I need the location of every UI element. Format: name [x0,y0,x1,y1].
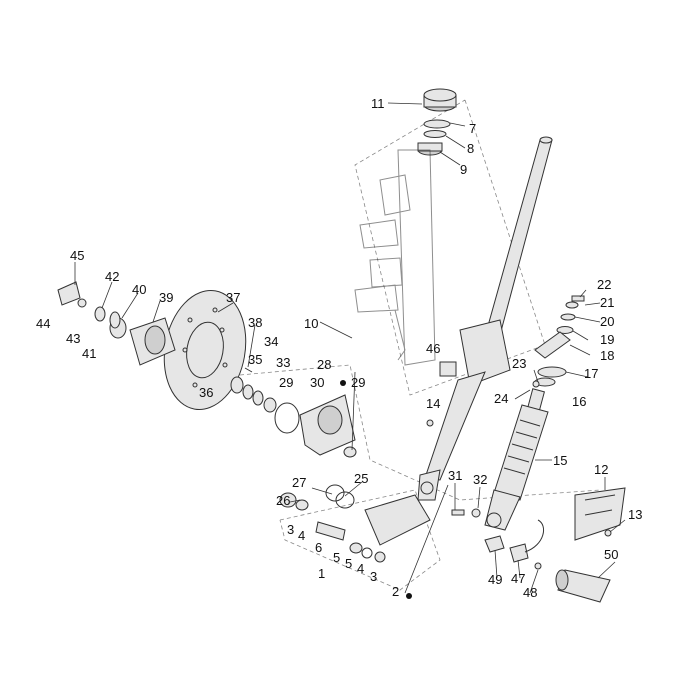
callout-19: 19 [600,332,615,347]
callout-29: 29 [279,375,294,390]
callout-3: 3 [287,522,295,537]
callout-25: 25 [354,471,369,486]
callout-44: 44 [36,316,51,331]
callout-4: 4 [298,528,306,543]
callout-1: 1 [318,566,326,581]
callout-24: 24 [494,391,509,406]
callout-5: 5 [333,550,341,565]
callout-2: 2 [392,584,400,599]
brake-caliper [274,394,357,458]
callout-33: 33 [276,355,291,370]
callout-11: 11 [371,96,385,111]
callout-35: 35 [248,352,263,367]
callout-14: 14 [426,396,441,411]
dot-marker-2 [406,593,412,599]
callout-40: 40 [132,282,147,297]
bolt-31 [451,509,465,516]
callout-18: 18 [600,348,615,363]
callout-30: 30 [310,375,325,390]
steering-head-frame [354,149,436,366]
nut-23 [532,380,540,388]
callout-13: 13 [628,507,643,522]
bolt-14 [426,419,434,427]
callout-38: 38 [248,315,263,330]
speed-sensor [484,519,545,570]
callout-32: 32 [473,472,488,487]
callout-21: 21 [600,295,615,310]
callout-22: 22 [597,277,612,292]
bushing-46 [439,361,457,377]
callout-41: 41 [82,346,97,361]
shock-absorber [484,388,549,531]
callout-39: 39 [159,290,174,305]
callout-42: 42 [105,269,120,284]
callout-50: 50 [604,547,619,562]
callout-48: 48 [523,585,538,600]
steering-tube [417,136,553,501]
callout-26: 26 [276,493,291,508]
callout-29b: 29 [351,375,366,390]
callout-28: 28 [317,357,332,372]
callout-12: 12 [594,462,609,477]
front-axle-group [279,484,431,563]
callout-46: 46 [426,341,441,356]
upper-mount-parts [534,295,585,387]
nut-32 [471,508,481,518]
headset-bearing-stack [417,88,457,156]
mudguard [574,487,626,541]
callout-4b: 4 [357,561,365,576]
grease-tube [555,569,611,603]
callout-49: 49 [488,572,503,587]
callout-5b: 5 [345,556,353,571]
callout-27: 27 [292,475,307,490]
callout-9: 9 [460,162,468,177]
callout-47: 47 [511,571,526,586]
callout-45: 45 [70,248,85,263]
callout-15: 15 [553,453,568,468]
callout-20: 20 [600,314,615,329]
callout-10: 10 [304,316,319,331]
callout-8: 8 [467,141,475,156]
callout-37: 37 [226,290,241,305]
callout-17: 17 [584,366,599,381]
hub-small-parts [57,281,121,329]
callout-7: 7 [469,121,477,136]
callout-3b: 3 [370,569,378,584]
callout-43: 43 [66,331,81,346]
callout-31: 31 [448,468,463,483]
leader-lines [74,102,626,594]
callout-23: 23 [512,356,527,371]
callout-36: 36 [199,385,214,400]
dot-marker-28 [340,380,346,386]
axle-group-outline [279,489,441,591]
callout-6: 6 [315,540,323,555]
axle-spacers [230,367,277,413]
callout-16: 16 [572,394,587,409]
callout-34: 34 [264,334,279,349]
